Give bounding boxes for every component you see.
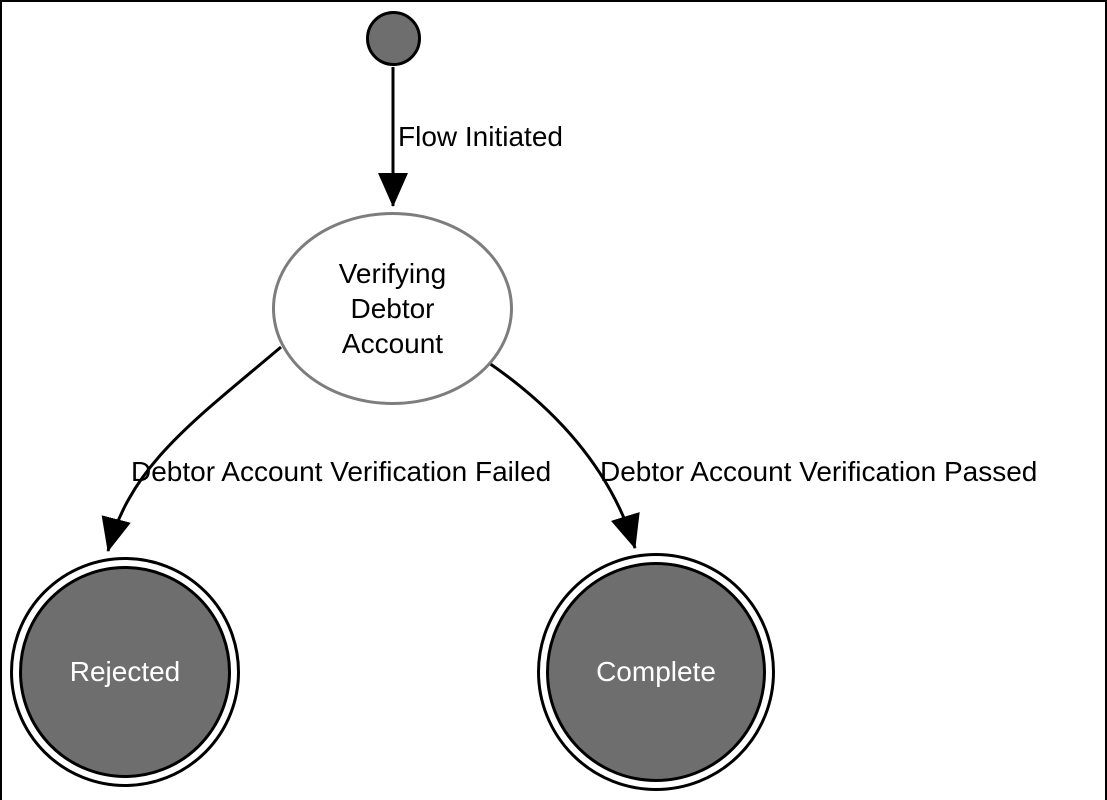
initial-state-node xyxy=(366,11,421,66)
edge-label-flow-initiated: Flow Initiated xyxy=(398,121,563,152)
complete-state-label: Complete xyxy=(596,656,716,687)
rejected-final-state: Rejected xyxy=(10,557,240,787)
edge-verification-passed-arrow xyxy=(488,361,640,549)
complete-final-state-inner-circle: Complete xyxy=(546,562,766,782)
complete-final-state: Complete xyxy=(537,553,775,791)
rejected-final-state-inner-circle: Rejected xyxy=(19,566,231,778)
rejected-state-label: Rejected xyxy=(69,656,181,687)
edge-verification-failed-arrow xyxy=(101,345,282,552)
verifying-state-label: Verifying Debtor Account xyxy=(338,258,447,359)
verifying-debtor-account-state: Verifying Debtor Account xyxy=(272,212,513,405)
edge-label-verification-failed: Debtor Account Verification Failed xyxy=(131,456,552,487)
edge-label-verification-passed: Debtor Account Verification Passed xyxy=(600,456,1038,487)
